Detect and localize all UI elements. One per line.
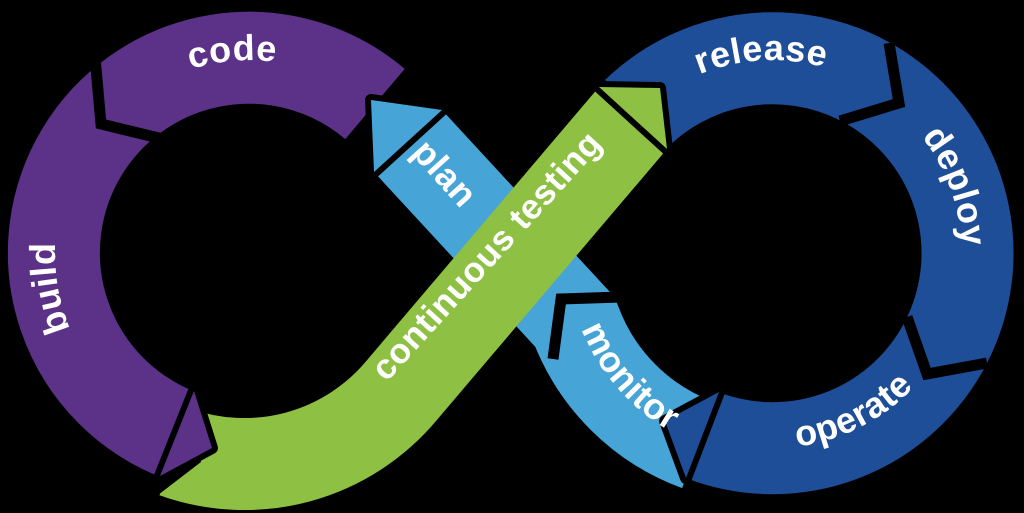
- release-deploy-gap: [838, 42, 906, 127]
- continuous-testing-arrowhead: [593, 81, 673, 155]
- plan-arrowhead: [365, 94, 448, 178]
- deploy-operate-gap: [901, 315, 988, 381]
- operate-arrowhead: [659, 386, 725, 484]
- code-build-gap: [89, 56, 169, 146]
- build-arrowhead: [154, 385, 218, 482]
- left-loop-arc: [7, 11, 405, 477]
- monitor-arrowhead-gap: [547, 291, 622, 360]
- right-loop-arc: [605, 12, 1014, 495]
- continuous-testing-ribbon: [159, 88, 669, 511]
